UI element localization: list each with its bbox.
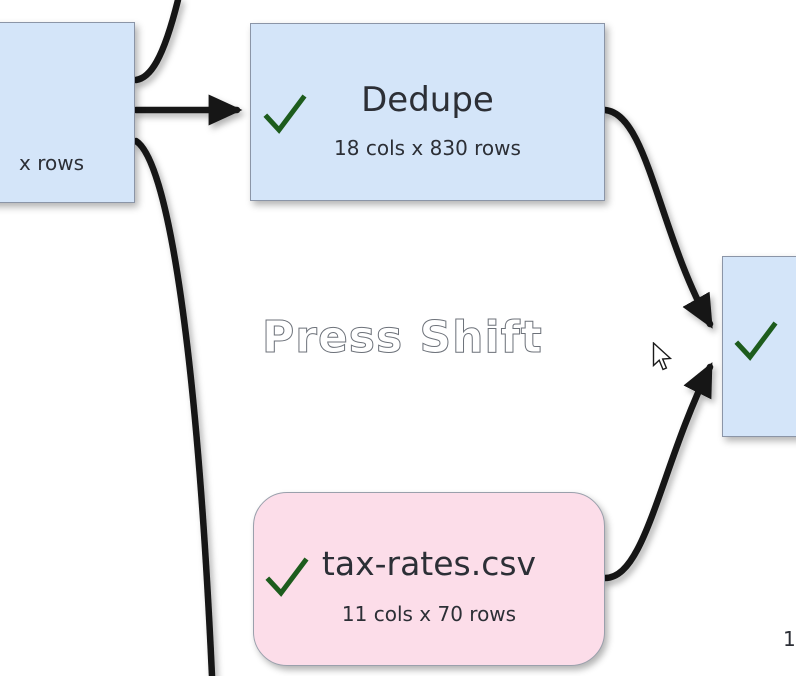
check-icon	[265, 557, 309, 597]
node-taxrates-title: tax-rates.csv	[321, 544, 537, 584]
node-taxrates[interactable]: tax-rates.csv 11 cols x 70 rows	[253, 492, 605, 666]
node-dedupe-subtitle: 18 cols x 830 rows	[334, 136, 521, 161]
node-taxrates-subtitle: 11 cols x 70 rows	[341, 601, 517, 626]
check-icon	[263, 94, 307, 134]
press-shift-hint: Press Shift	[262, 312, 543, 364]
node-join-subtitle: 1	[783, 627, 796, 651]
node-join[interactable]: 1	[722, 256, 796, 650]
edge-source-to-offscreen-top[interactable]	[132, 0, 182, 84]
node-source[interactable]: x rows	[0, 22, 135, 203]
edge-dedupe-to-join[interactable]	[601, 106, 714, 329]
node-dedupe-title: Dedupe	[361, 79, 494, 120]
mouse-pointer-icon	[652, 342, 673, 371]
node-dedupe[interactable]: Dedupe 18 cols x 830 rows	[250, 23, 605, 201]
edge-taxrates-to-join[interactable]	[601, 362, 714, 582]
node-source-subtitle: x rows	[19, 151, 84, 175]
edge-source-to-offscreen-bottom[interactable]	[132, 137, 216, 676]
check-icon	[734, 321, 778, 361]
